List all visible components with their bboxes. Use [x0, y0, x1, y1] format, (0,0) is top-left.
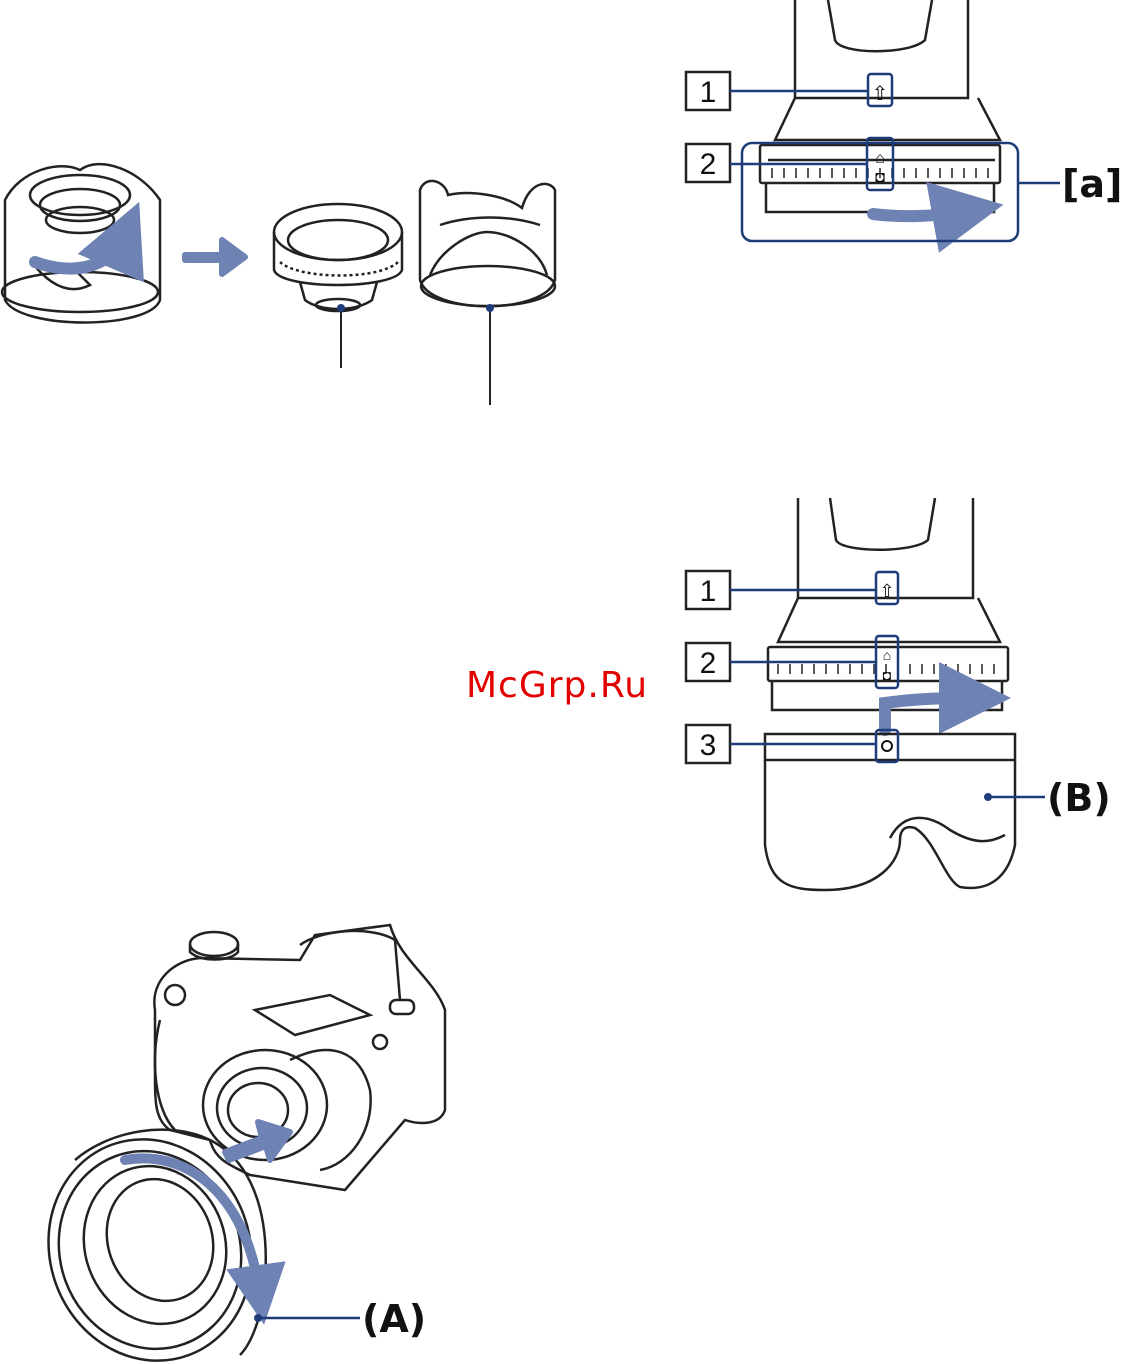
mark-1-glyph: ⇧: [872, 83, 889, 105]
step-number: 2: [700, 148, 717, 181]
callout-b: (B): [1047, 776, 1111, 820]
rotate-arrow-icon: [873, 211, 968, 216]
lens-hood-figure: [420, 181, 555, 306]
step-box-3-bottom: 3: [686, 725, 730, 763]
hood-leader-dot: [486, 304, 494, 312]
mark-1-glyph: ⇧: [879, 581, 894, 601]
step-box-2: 2: [686, 144, 730, 182]
rotate-arrow-icon: [35, 235, 125, 269]
step-box-1-bottom: 1: [686, 571, 730, 609]
right-arrow-icon: [185, 240, 245, 274]
mark-2-glyph-lower: ◘: [875, 169, 885, 186]
hood-with-converter-figure: [2, 164, 160, 322]
watermark: McGrp.Ru: [466, 665, 648, 706]
mark-2-glyph: ⌂: [875, 150, 885, 167]
step-number: 1: [700, 76, 717, 109]
callout-a-bottom: (A): [362, 1297, 426, 1341]
hood-remove-arrow-icon: [885, 698, 975, 730]
lens-hood-side-figure: [765, 734, 1015, 890]
lens-leader-dot: [337, 304, 345, 312]
step-number: 3: [700, 729, 717, 762]
callout-a: [a]: [1062, 162, 1122, 206]
mark-3-dot: [882, 741, 892, 751]
step-box-1: 1: [686, 72, 730, 110]
step-box-2-bottom: 2: [686, 643, 730, 681]
mark-2-glyph-lower: ◘: [883, 667, 891, 683]
step-number: 2: [700, 647, 717, 680]
step-number: 1: [700, 575, 717, 608]
mark-2-glyph: ⌂: [883, 647, 891, 663]
wide-conversion-lens-figure: [274, 204, 402, 311]
